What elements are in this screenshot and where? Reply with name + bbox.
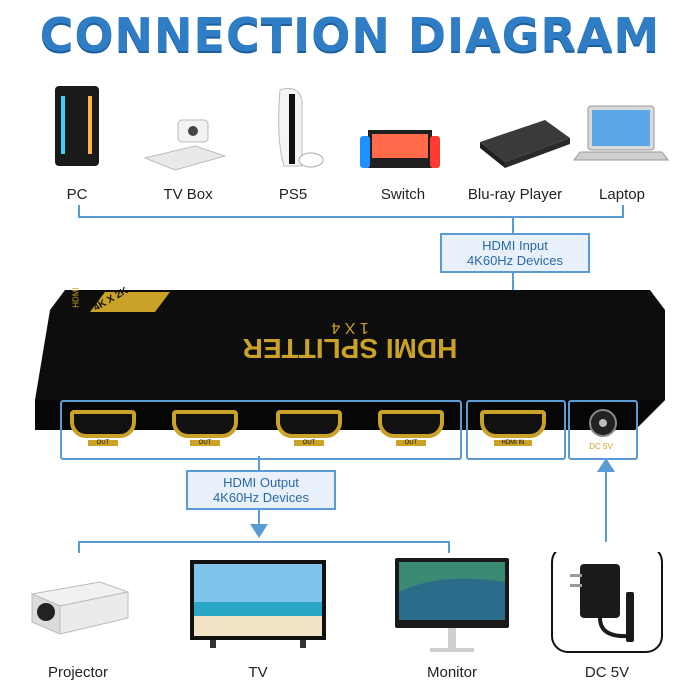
output-bracket-line [78, 541, 450, 543]
bluray-player-icon [480, 120, 570, 168]
splitter-badge-shape [90, 292, 170, 312]
monitor-icon [395, 558, 509, 652]
source-label-switch: Switch [380, 186, 426, 203]
source-label-pc: PC [66, 186, 88, 203]
output-label-tv: TV [248, 664, 268, 681]
output-label-monitor: Monitor [426, 664, 478, 681]
source-label-bluray: Blu-ray Player [467, 186, 563, 203]
dc-port-label: DC 5V [589, 442, 613, 451]
splitter-name: HDMI SPLITTER [242, 333, 458, 364]
port-label-out-1: OUT [88, 440, 118, 446]
pc-tower-icon [55, 86, 99, 166]
port-label-out-2: OUT [190, 440, 220, 446]
laptop-icon [573, 105, 669, 161]
output-callout-line2: 4K60Hz Devices [212, 490, 310, 505]
port-label-in: HDMI IN [494, 440, 532, 446]
tv-box-icon [143, 119, 227, 171]
input-callout-line2: 4K60Hz Devices [466, 253, 564, 268]
output-arrow-icon [250, 524, 268, 538]
source-label-laptop: Laptop [599, 186, 645, 203]
port-label-out-4: OUT [396, 440, 426, 446]
bracket-tick [78, 205, 80, 217]
input-callout-line1: HDMI Input [482, 238, 548, 253]
hdmi-out-port-2 [172, 410, 238, 438]
bracket-tick [78, 541, 80, 553]
splitter-ratio: 1 X 4 [331, 319, 369, 336]
power-arrow-icon [597, 458, 615, 472]
output-callout: HDMI Output 4K60Hz Devices [186, 470, 336, 510]
port-label-out-3: OUT [294, 440, 324, 446]
output-ports-highlight [60, 400, 462, 460]
power-label: DC 5V [584, 664, 630, 681]
hdmi-out-port-4 [378, 410, 444, 438]
hdmi-out-port-3 [276, 410, 342, 438]
projector-icon [30, 581, 130, 635]
input-port-highlight [466, 400, 566, 460]
output-callout-line1: HDMI Output [223, 475, 299, 490]
source-bracket-line [78, 216, 624, 218]
hdmi-out-port-1 [70, 410, 136, 438]
input-callout: HDMI Input 4K60Hz Devices [440, 233, 590, 273]
game-switch-icon [360, 130, 440, 168]
hdmi-in-port [480, 410, 546, 438]
splitter-tag-text: HDMI [71, 287, 81, 308]
page-title: CONNECTION DIAGRAM [39, 8, 661, 62]
dc-jack-icon [589, 409, 617, 437]
power-connector-line [605, 470, 607, 542]
output-devices-row [30, 552, 663, 653]
bracket-tick [622, 205, 624, 217]
power-adapter-icon [570, 564, 634, 642]
output-label-projector: Projector [47, 664, 109, 681]
source-label-ps5: PS5 [278, 186, 308, 203]
tv-icon [190, 560, 326, 648]
source-label-tv-box: TV Box [163, 186, 213, 203]
bracket-tick [448, 541, 450, 553]
ps5-console-icon [278, 87, 324, 168]
source-devices-row [55, 86, 669, 171]
